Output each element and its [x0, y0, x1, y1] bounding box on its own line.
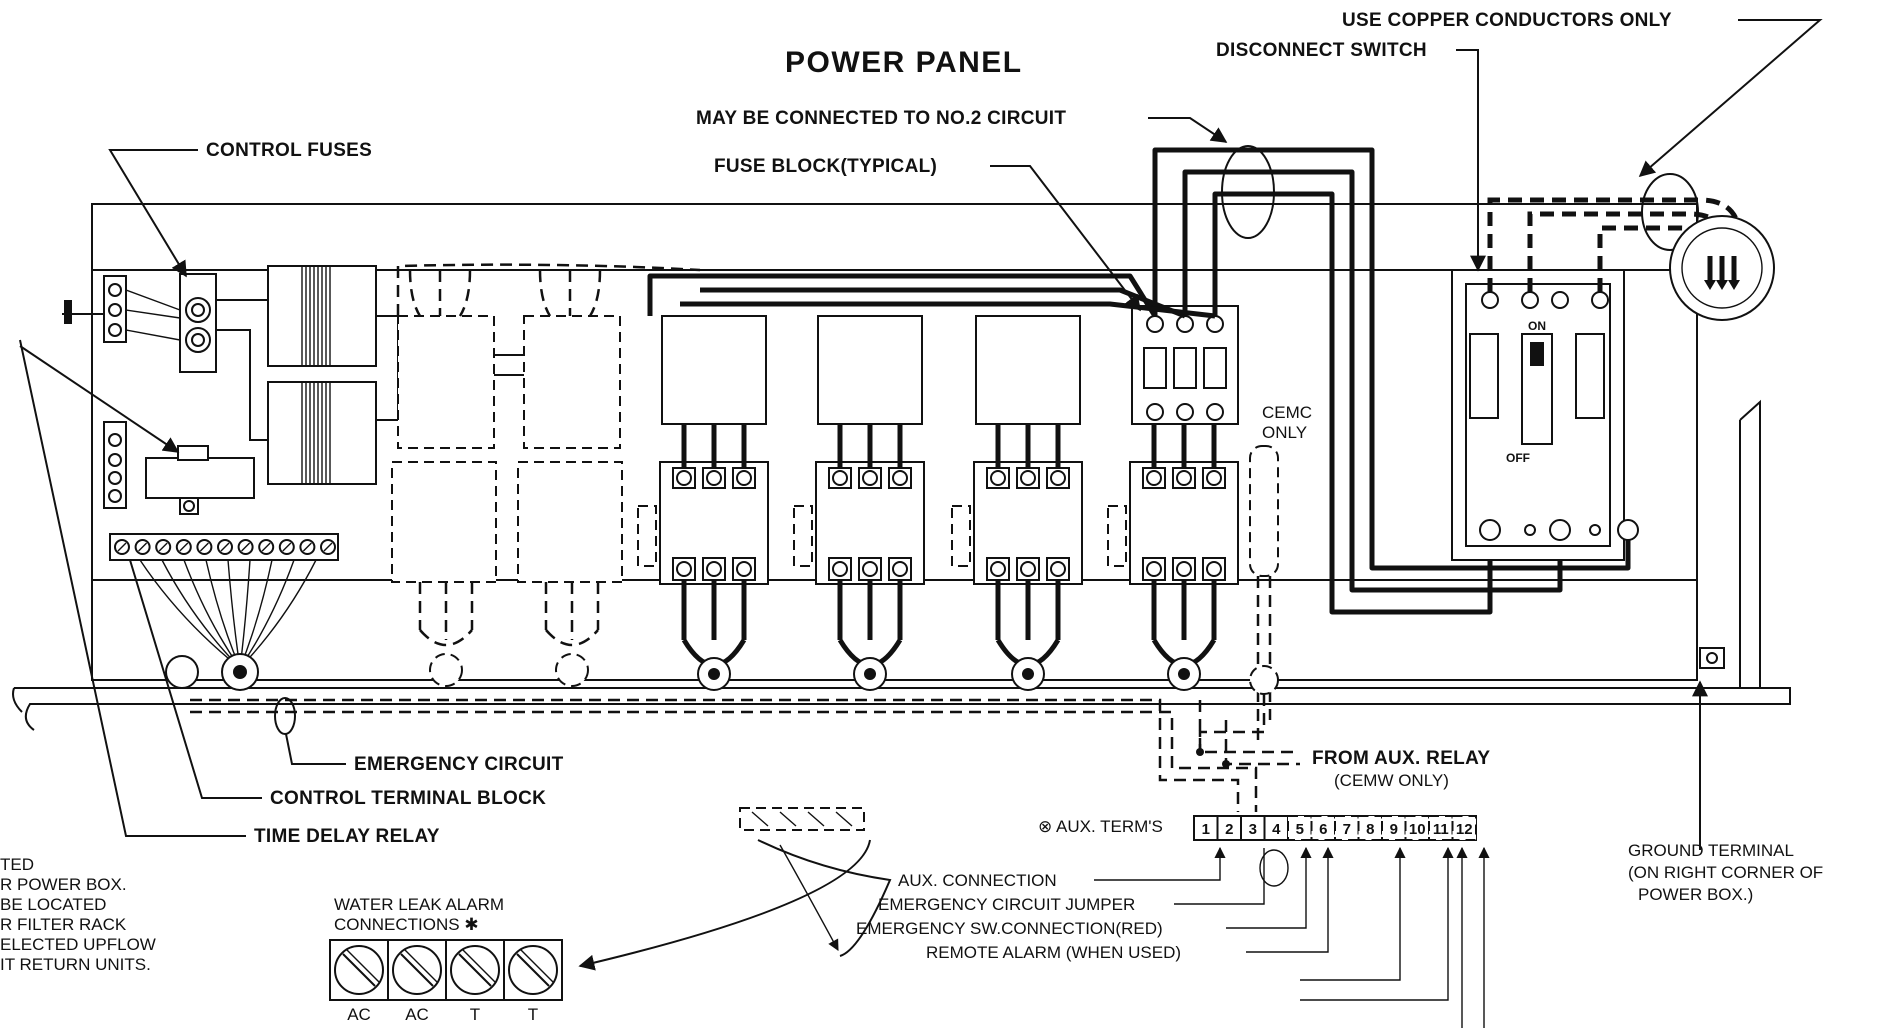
aux-terminal-number: 8 [1366, 821, 1374, 838]
control-transformer [216, 265, 540, 485]
cemc-only-label-2: ONLY [1262, 423, 1307, 442]
no2-circuit-label: MAY BE CONNECTED TO NO.2 CIRCUIT [696, 108, 1066, 129]
side-note-line: R POWER BOX. [0, 875, 127, 894]
cemc-only-label-1: CEMC [1262, 403, 1312, 422]
contactor-2 [793, 315, 925, 691]
left-terminal-strip-lower [103, 421, 127, 509]
conduit-fitting [1669, 215, 1775, 321]
contactor-1 [637, 315, 769, 691]
control-fuses-label: CONTROL FUSES [206, 140, 372, 161]
ground-terminal [1692, 647, 1725, 850]
aux-terminal-12 [1451, 815, 1477, 841]
aux-terminal-number: 3 [1249, 821, 1257, 838]
aux-terminal-number: 10 [1409, 821, 1426, 838]
control-fuses [125, 273, 217, 373]
power-panel-enclosure [12, 203, 1791, 731]
disconnect-switch-label: DISCONNECT SWITCH [1216, 40, 1427, 61]
aux-terminal-number: 11 [1433, 821, 1449, 838]
optional-contactor-2 [517, 269, 623, 687]
aux-terminal-number: 4 [1272, 821, 1281, 838]
emergency-circuit-label: EMERGENCY CIRCUIT [354, 754, 564, 775]
diagram-title: POWER PANEL [785, 46, 1023, 79]
ground-terminal-label-2: (ON RIGHT CORNER OF [1628, 863, 1823, 882]
time-delay-relay-label: TIME DELAY RELAY [254, 826, 440, 847]
control-wire-bundle [139, 559, 317, 691]
switch-on-label: ON [1528, 319, 1546, 333]
side-note-line: TED [0, 855, 34, 874]
cemw-only-label: (CEMW ONLY) [1334, 771, 1449, 790]
aux-terminal-number: 9 [1390, 821, 1398, 838]
water-leak-terminal-label: T [528, 1005, 538, 1024]
water-leak-terminal-label: AC [347, 1005, 371, 1024]
emergency-circuit-wiring [165, 655, 1300, 812]
aux-terms-label: ⊗ AUX. TERM'S [1038, 817, 1163, 836]
from-aux-relay-label: FROM AUX. RELAY [1312, 748, 1490, 769]
aux-terminal-number: 7 [1343, 821, 1351, 838]
aux-terminal-number: 6 [1319, 821, 1327, 838]
water-leak-terminal-label: AC [405, 1005, 429, 1024]
aux-terminal-number: 1 [1202, 821, 1210, 838]
emergency-circuit-jumper-label: EMERGENCY CIRCUIT JUMPER [878, 895, 1135, 914]
aux-terminal-number: 5 [1296, 821, 1304, 838]
time-delay-relay [145, 445, 255, 515]
fuse-block-label: FUSE BLOCK(TYPICAL) [714, 156, 937, 177]
side-note-line: BE LOCATED [0, 895, 106, 914]
water-leak-label-2: CONNECTIONS ✱ [334, 915, 479, 934]
aux-terminal-number: 2 [1225, 821, 1233, 838]
contactor-3 [951, 315, 1083, 691]
ground-terminal-label-3: POWER BOX.) [1638, 885, 1753, 904]
water-leak-alarm-small-block [578, 807, 892, 971]
water-leak-label-1: WATER LEAK ALARM [334, 895, 504, 914]
side-note-line: ELECTED UPFLOW [0, 935, 156, 954]
water-leak-alarm-connections: AC AC T T [329, 939, 563, 1024]
side-note-line: R FILTER RACK [0, 915, 127, 934]
optional-contactor-1 [391, 269, 497, 687]
left-terminal-strip-upper [62, 275, 127, 343]
switch-off-label: OFF [1506, 451, 1530, 465]
control-terminal-block [109, 533, 339, 561]
ground-terminal-label-1: GROUND TERMINAL [1628, 841, 1794, 860]
cemc-aux-relay [1249, 445, 1279, 740]
no2-circuit-marker [1221, 145, 1275, 239]
fuse-block [1131, 305, 1239, 425]
disconnect-switch: ON OFF [1451, 269, 1639, 561]
emergency-sw-connection-label: EMERGENCY SW.CONNECTION(RED) [856, 919, 1163, 938]
main-power-wiring [647, 147, 1631, 615]
side-note-line: IT RETURN UNITS. [0, 955, 151, 974]
control-terminal-block-label: CONTROL TERMINAL BLOCK [270, 788, 546, 809]
remote-alarm-label: REMOTE ALARM (WHEN USED) [926, 943, 1181, 962]
aux-connection-label: AUX. CONNECTION [898, 871, 1057, 890]
aux-terminal-number: 12 [1456, 821, 1473, 838]
water-leak-terminal-label: T [470, 1005, 480, 1024]
contactor-4 [1107, 424, 1239, 691]
use-copper-label: USE COPPER CONDUCTORS ONLY [1342, 10, 1672, 31]
